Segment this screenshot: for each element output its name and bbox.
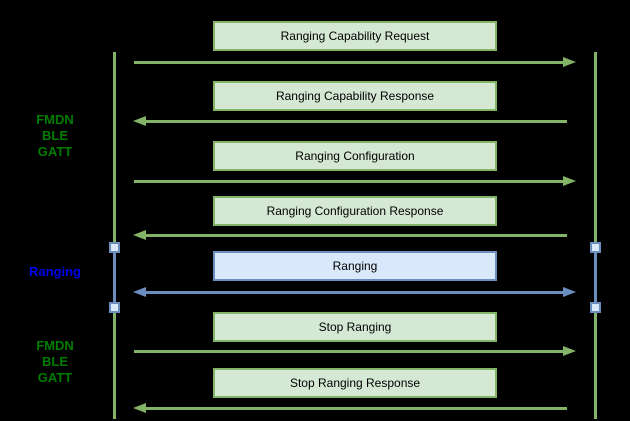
arrow-shaft — [134, 180, 568, 183]
message-box-ranging-capability-request: Ranging Capability Request — [213, 21, 497, 51]
arrow-ranging-capability-request — [134, 56, 576, 68]
activation-marker — [109, 302, 120, 313]
arrow-ranging-capability-response — [133, 115, 567, 127]
lifeline-right-ranging-segment — [594, 246, 597, 310]
arrowhead-right-icon — [563, 57, 576, 67]
activation-marker — [590, 242, 601, 253]
arrow-shaft — [141, 291, 568, 294]
phase-label-line: FMDN — [36, 112, 74, 127]
message-box-stop-ranging: Stop Ranging — [213, 312, 497, 342]
arrow-shaft — [141, 234, 567, 237]
arrowhead-left-icon — [133, 116, 146, 126]
phase-label-fmdn-ble-gatt-bottom: FMDN BLE GATT — [0, 338, 110, 386]
phase-label-line: GATT — [37, 144, 73, 159]
arrowhead-right-icon — [563, 346, 576, 356]
arrow-shaft — [134, 61, 568, 64]
message-box-ranging-configuration-response: Ranging Configuration Response — [213, 196, 497, 226]
phase-label-line: FMDN — [36, 338, 74, 353]
message-box-ranging-capability-response: Ranging Capability Response — [213, 81, 497, 111]
arrow-ranging-configuration — [134, 175, 576, 187]
lifeline-right — [594, 52, 597, 419]
lifeline-left-ranging-segment — [113, 246, 116, 310]
arrow-stop-ranging — [134, 345, 576, 357]
arrowhead-right-icon — [563, 287, 576, 297]
arrow-shaft — [134, 350, 568, 353]
message-box-stop-ranging-response: Stop Ranging Response — [213, 368, 497, 398]
arrowhead-left-icon — [133, 287, 146, 297]
activation-marker — [109, 242, 120, 253]
phase-label-line: BLE — [42, 354, 68, 369]
arrowhead-left-icon — [133, 230, 146, 240]
arrowhead-left-icon — [133, 403, 146, 413]
phase-label-line: GATT — [37, 370, 73, 385]
arrow-ranging-bidirectional — [133, 286, 576, 298]
message-box-ranging-configuration: Ranging Configuration — [213, 141, 497, 171]
phase-label-line: Ranging — [29, 264, 81, 279]
phase-label-ranging: Ranging — [0, 264, 110, 280]
arrow-ranging-configuration-response — [133, 229, 567, 241]
message-box-ranging: Ranging — [213, 251, 497, 281]
activation-marker — [590, 302, 601, 313]
arrow-shaft — [141, 407, 567, 410]
lifeline-left — [113, 52, 116, 419]
arrow-shaft — [141, 120, 567, 123]
arrowhead-right-icon — [563, 176, 576, 186]
arrow-stop-ranging-response — [133, 402, 567, 414]
phase-label-line: BLE — [42, 128, 68, 143]
phase-label-fmdn-ble-gatt-top: FMDN BLE GATT — [0, 112, 110, 160]
